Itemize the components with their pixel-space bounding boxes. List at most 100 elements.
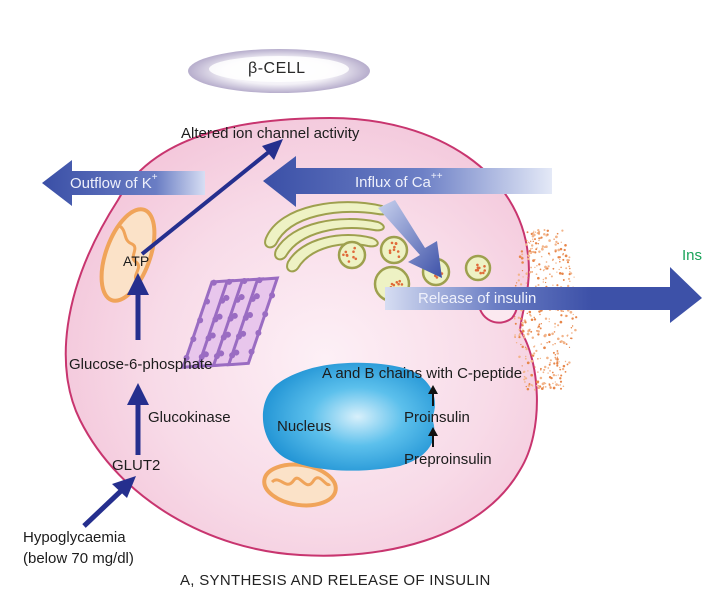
insulin-granule (552, 284, 554, 286)
insulin-granule (533, 352, 536, 355)
insulin-granule (564, 244, 567, 247)
insulin-granule (561, 229, 564, 232)
insulin-granule (550, 275, 553, 278)
insulin-granule (525, 282, 528, 284)
insulin-granule (527, 252, 530, 255)
atp-to-ion-channel-arrowhead (262, 139, 283, 160)
insulin-granule (536, 384, 538, 387)
insulin-granule (534, 266, 536, 269)
insulin-granule (528, 251, 530, 253)
insulin-granule (522, 328, 524, 330)
vesicle-dot (397, 255, 401, 258)
er-ribosome (220, 334, 227, 341)
insulin-granule (530, 244, 534, 247)
vesicle-dot (482, 271, 485, 275)
insulin-granule (568, 256, 571, 259)
insulin-granule (559, 387, 563, 390)
insulin-granule (525, 272, 528, 275)
insulin-granule (521, 256, 523, 258)
insulin-granule (522, 334, 526, 337)
insulin-granule (558, 272, 562, 275)
insulin-granule (524, 321, 527, 324)
insulin-granule (528, 310, 532, 314)
insulin-granule (539, 376, 543, 380)
insulin-granule (559, 260, 561, 263)
insulin-granule (572, 313, 574, 316)
insulin-granule (523, 378, 526, 381)
insulin-granule (560, 314, 563, 317)
cell-title-pill (188, 49, 370, 93)
insulin-granule (554, 326, 556, 328)
insulin-granule (560, 241, 562, 243)
insulin-granule (524, 381, 526, 383)
insulin-granule (539, 327, 542, 330)
insulin-granule (535, 349, 538, 353)
insulin-granule (530, 266, 532, 269)
insulin-granule (559, 320, 563, 324)
insulin-granule (527, 276, 529, 278)
insulin-granule (521, 329, 525, 333)
insulin-granule (555, 383, 558, 386)
insulin-granule (541, 247, 544, 250)
insulin-granule (537, 325, 541, 328)
insulin-granule (558, 384, 560, 386)
insulin-granule (536, 276, 540, 280)
insulin-granule (530, 383, 533, 387)
insulin-granule (531, 234, 535, 238)
insulin-granule (530, 330, 533, 333)
insulin-granule (537, 242, 540, 245)
insulin-granule (559, 380, 563, 383)
hypoglycaemia-label: Hypoglycaemia (23, 529, 126, 546)
cell-title: β-CELL (248, 60, 306, 77)
insulin-granule (518, 355, 521, 359)
insulin-granule (554, 381, 556, 383)
insulin-granule (542, 382, 546, 385)
insulin-granule (549, 385, 552, 388)
insulin-granule (533, 230, 535, 232)
insulin-granule (557, 324, 560, 327)
vesicle-dot (479, 271, 483, 275)
insulin-granule (552, 382, 554, 385)
insulin-granule (537, 230, 541, 234)
insulin-granule (546, 267, 549, 270)
insulin-granule (531, 238, 534, 240)
insulin-granule (565, 267, 568, 270)
insulin-granule (517, 279, 520, 282)
insulin-granule (564, 254, 568, 258)
insulin-granule (523, 375, 526, 378)
insulin-granule (567, 277, 571, 280)
insulin-granule (561, 367, 565, 371)
insulin-granule (528, 242, 531, 244)
insulin-granule (531, 353, 533, 355)
insulin-granule (543, 233, 546, 236)
vesicle-dot (388, 251, 392, 255)
insulin-granule (540, 387, 544, 390)
insulin-granule (567, 284, 570, 288)
insulin-granule (552, 351, 555, 354)
insulin-granule (547, 367, 550, 369)
er-ribosome (235, 333, 242, 340)
insulin-granule (571, 332, 573, 334)
insulin-granule (568, 265, 571, 268)
atp-to-ion-channel-arrow (140, 149, 272, 256)
insulin-granule (543, 346, 546, 350)
insulin-granule (546, 356, 549, 360)
insulin-granule (570, 272, 573, 275)
insulin-granule (566, 363, 569, 366)
insulin-granule (562, 341, 565, 343)
insulin-granule (557, 248, 561, 252)
insulin-granule (538, 263, 541, 266)
atp-label: ATP (123, 253, 150, 269)
insulin-granule (544, 335, 547, 338)
er-ribosome (226, 278, 233, 285)
vesicle-dot (394, 242, 398, 245)
insulin-granule (542, 281, 544, 283)
insulin-granule (559, 384, 562, 386)
insulin-granule (558, 268, 560, 271)
er-ribosome (256, 277, 263, 284)
nucleus-shape (262, 362, 436, 471)
outflow-k-charge: + (151, 172, 158, 183)
insulin-granule (559, 368, 562, 371)
